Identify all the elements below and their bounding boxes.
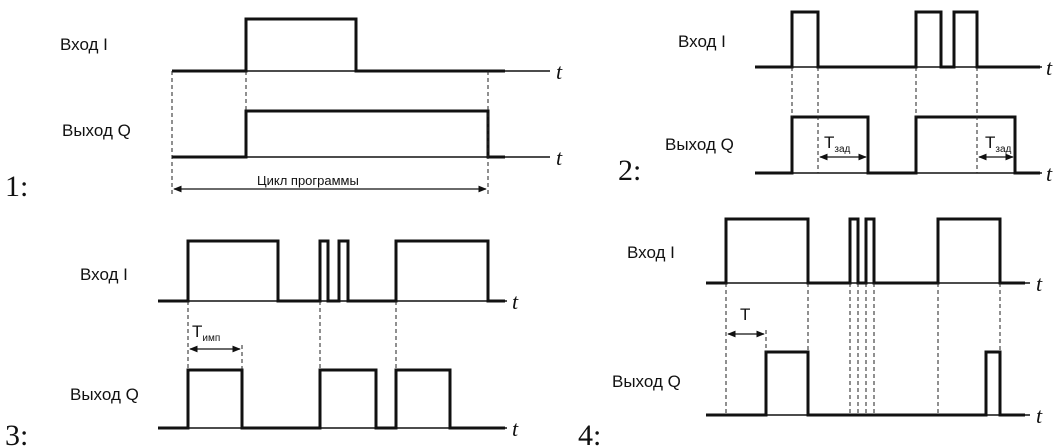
panel-2-delay-T-2: T	[985, 133, 995, 152]
panel-2-output-signal	[755, 115, 1040, 175]
panel-3-pulse-T: T	[192, 322, 202, 341]
panel-2-delay-T-1: T	[824, 133, 834, 152]
panel-4-input-time-label: t	[1036, 271, 1043, 296]
panel-2-output-time-label: t	[1046, 161, 1053, 186]
panel-1-input-label: Вход I	[60, 35, 108, 54]
panel-4-number: 4:	[578, 419, 601, 448]
panel-4-input-signal	[706, 217, 1025, 285]
panel-4-output-signal	[706, 350, 1025, 417]
panel-3-pulse-label: Tимп	[192, 322, 220, 344]
panel-3-number: 3:	[5, 419, 28, 448]
panel-4-t-label: T	[740, 305, 750, 324]
panel-1-output-label: Выход Q	[62, 121, 131, 140]
panel-4-output-time-label: t	[1036, 403, 1043, 428]
panel-2-input-signal	[755, 10, 1040, 69]
panel-3-input-label: Вход I	[80, 265, 128, 284]
panel-2-delay-sub-2: зад	[995, 144, 1011, 155]
panel-3-output-signal	[158, 368, 505, 430]
panel-2-input-time-label: t	[1046, 55, 1053, 80]
panel-3-input-time-label: t	[512, 289, 519, 314]
panel-2-delay-label-1: Tзад	[824, 133, 851, 155]
panel-2: Вход I t Выход Q t Tзад Tзад 2:	[618, 10, 1053, 187]
panel-1-output-time-label: t	[556, 145, 563, 170]
panel-1-cycle-label: Цикл программы	[257, 173, 359, 188]
panel-3-output-time-label: t	[512, 416, 519, 441]
panel-2-number: 2:	[618, 154, 641, 187]
panel-4-output-label: Выход Q	[612, 372, 681, 391]
panel-3-input-signal	[158, 239, 505, 303]
panel-1-output-signal	[172, 109, 505, 159]
panel-3-output-label: Выход Q	[70, 385, 139, 404]
panel-1-input-time-label: t	[556, 59, 563, 84]
panel-1: Вход I t Выход Q t Цикл программы 1:	[5, 17, 563, 203]
panel-2-delay-label-2: Tзад	[985, 133, 1012, 155]
panel-4: Вход I t Выход Q t T 4:	[578, 217, 1043, 448]
panel-2-delay-sub-1: зад	[834, 144, 850, 155]
panel-2-input-label: Вход I	[678, 32, 726, 51]
panel-3-pulse-sub: имп	[202, 333, 220, 344]
panel-1-input-signal	[172, 17, 505, 73]
panel-1-number: 1:	[5, 170, 28, 203]
panel-3: Вход I t Выход Q t Tимп 3:	[5, 239, 519, 448]
panel-4-input-label: Вход I	[627, 243, 675, 262]
panel-2-output-label: Выход Q	[665, 135, 734, 154]
